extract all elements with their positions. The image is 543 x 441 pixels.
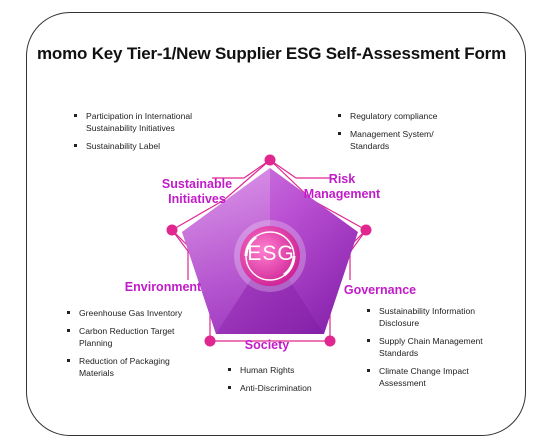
- node-bottom-right: [324, 335, 336, 347]
- list-item: Sustainability Label: [72, 140, 202, 152]
- list-item: Reduction of Packaging Materials: [65, 355, 195, 379]
- esg-arc-icon: [283, 255, 296, 277]
- list-item: Sustainability Information Disclosure: [365, 305, 490, 329]
- list-item: Carbon Reduction Target Planning: [65, 325, 195, 349]
- node-bottom-left: [204, 335, 216, 347]
- list-item: Greenhouse Gas Inventory: [65, 307, 195, 319]
- list-item: Regulatory compliance: [336, 110, 466, 122]
- label-governance: Governance: [343, 283, 417, 297]
- list-environment: Greenhouse Gas Inventory Carbon Reductio…: [65, 307, 195, 385]
- list-sustainable-initiatives: Participation in International Sustainab…: [72, 110, 202, 158]
- pentagon-shadow: [216, 250, 324, 334]
- label-risk-management: Risk Management: [303, 172, 381, 201]
- node-top: [264, 154, 276, 166]
- node-right: [360, 224, 372, 236]
- list-society: Human Rights Anti-Discrimination: [226, 364, 346, 400]
- label-society: Society: [244, 338, 290, 352]
- list-item: Participation in International Sustainab…: [72, 110, 202, 134]
- label-sustainable-initiatives: Sustainable Initiatives: [161, 177, 233, 206]
- list-item: Management System/ Standards: [336, 128, 466, 152]
- list-item: Human Rights: [226, 364, 346, 376]
- label-environment: Environment: [124, 280, 202, 294]
- list-item: Supply Chain Management Standards: [365, 335, 490, 359]
- vertex-nodes: [166, 154, 372, 347]
- list-item: Climate Change Impact Assessment: [365, 365, 490, 389]
- esg-arc-icon: [244, 235, 257, 257]
- list-governance: Sustainability Information Disclosure Su…: [365, 305, 490, 395]
- page-title: momo Key Tier-1/New Supplier ESG Self-As…: [36, 44, 506, 63]
- list-risk-management: Regulatory compliance Management System/…: [336, 110, 466, 158]
- pentagon-highlight: [182, 168, 270, 334]
- esg-circle: [240, 226, 300, 286]
- esg-center-label: ESG: [247, 242, 295, 265]
- node-left: [166, 224, 178, 236]
- list-item: Anti-Discrimination: [226, 382, 346, 394]
